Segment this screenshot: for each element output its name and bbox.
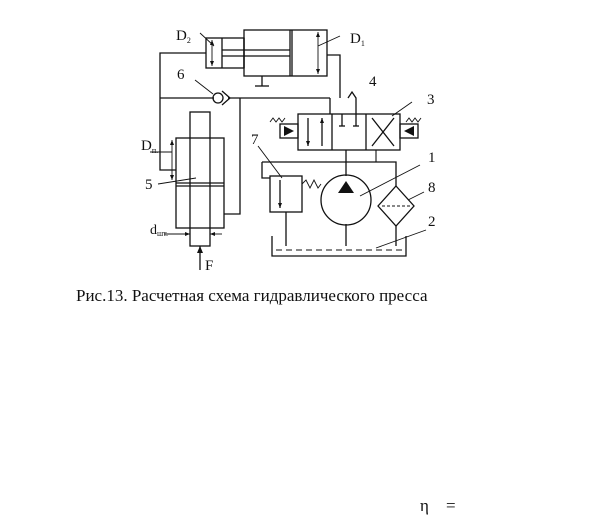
labels: D2 D1 4 6 3 Dп. 7 1 8 5 2 dшт. F xyxy=(141,28,436,274)
formula-eta: η xyxy=(420,496,429,515)
pump xyxy=(320,164,421,226)
relief-valve xyxy=(257,145,322,213)
label-3: 3 xyxy=(427,92,435,108)
tank xyxy=(271,229,427,257)
filter xyxy=(377,185,425,227)
hydraulic-lines xyxy=(160,54,397,246)
label-Dp: Dп. xyxy=(141,138,158,155)
label-6: 6 xyxy=(177,67,185,83)
figure-caption: Рис.13. Расчетная схема гидравлического … xyxy=(76,286,428,305)
directional-valve xyxy=(269,101,422,151)
label-1: 1 xyxy=(428,150,436,166)
label-dsht: dшт. xyxy=(150,223,168,238)
press-cylinder xyxy=(150,98,225,270)
label-D2: D2 xyxy=(176,28,191,45)
label-F: F xyxy=(205,258,213,274)
label-D1: D1 xyxy=(350,31,365,48)
press-rod xyxy=(189,111,211,247)
label-2: 2 xyxy=(428,214,436,230)
label-7: 7 xyxy=(251,132,259,148)
label-4: 4 xyxy=(369,74,377,90)
cylinder-large-chamber xyxy=(243,29,328,77)
formula-equals: = xyxy=(446,496,456,515)
top-cylinder xyxy=(159,29,341,98)
label-8: 8 xyxy=(428,180,436,196)
label-5: 5 xyxy=(145,177,153,193)
check-valve xyxy=(194,79,231,106)
